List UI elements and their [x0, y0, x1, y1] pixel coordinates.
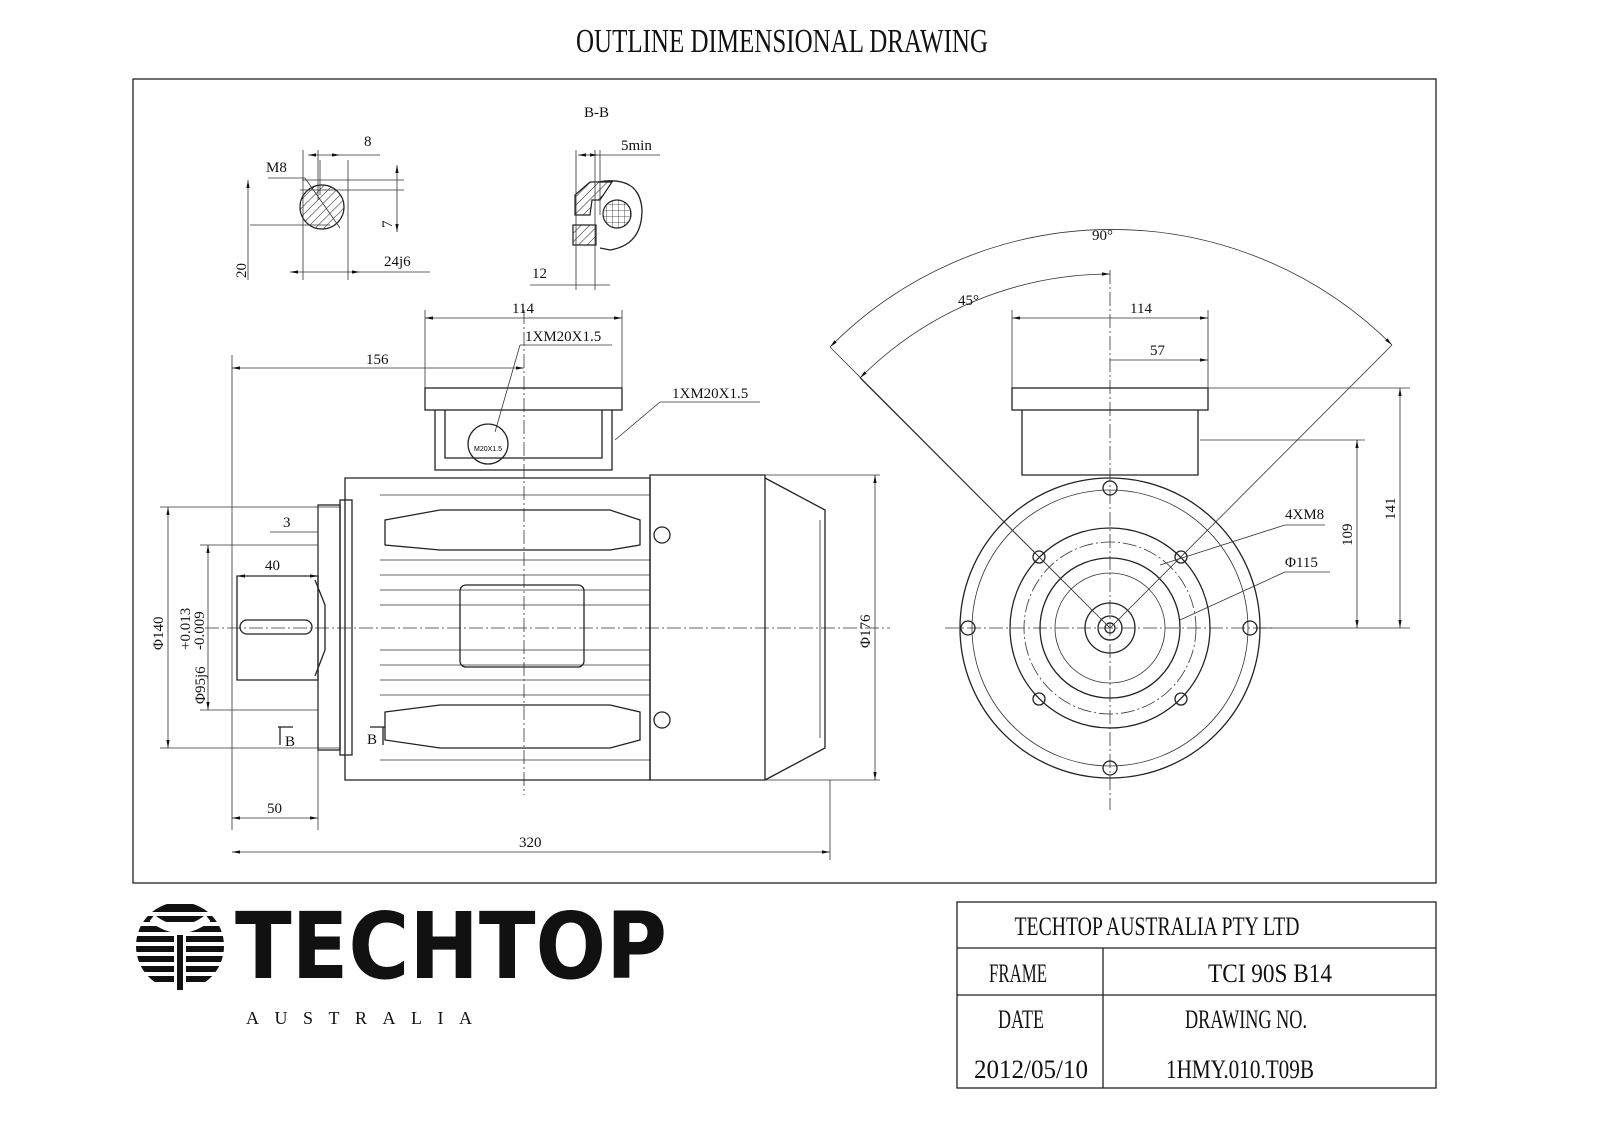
- dim-overall-len: 320: [519, 835, 542, 851]
- drawing-no-label: DRAWING NO.: [1185, 1005, 1307, 1034]
- drawing-title: OUTLINE DIMENSIONAL DRAWING: [576, 23, 988, 60]
- dim-spigot-dia: Φ95j6: [193, 666, 209, 704]
- dim-to-tbox: 156: [366, 352, 389, 368]
- dim-shaft-dia: 24j6: [384, 254, 411, 270]
- logo-emblem-icon: [136, 904, 224, 990]
- shaft-section-detail: 8 M8 7 20 24j6: [234, 134, 430, 280]
- section-label: B-B: [584, 105, 609, 121]
- dim-spigot-tol-lower: -0.009: [192, 611, 208, 650]
- dim-section-12: 12: [532, 266, 547, 282]
- dim-body-dia: Φ176: [858, 614, 874, 648]
- drawing-no-value: 1HMY.010.T09B: [1166, 1055, 1314, 1084]
- dim-spigot-tol-upper: +0.013: [178, 608, 194, 650]
- cable-entry-2-label: 1XM20X1.5: [672, 386, 748, 402]
- dim-key-depth: 7: [380, 220, 396, 228]
- front-view: 114 57 90° 45° 4XM8 Φ115 109 141: [829, 228, 1410, 810]
- dim-flange-dia: Φ140: [151, 617, 167, 650]
- section-mark-left: B: [285, 734, 295, 750]
- date-value: 2012/05/10: [974, 1055, 1088, 1084]
- dim-shaft-height: 20: [234, 263, 250, 278]
- dim-height-141: 141: [1383, 498, 1399, 521]
- section-b-b: B-B 5min 12: [530, 105, 660, 290]
- gland-mark: M20X1.5: [474, 446, 502, 453]
- dim-key-width: 8: [364, 134, 372, 150]
- date-label: DATE: [998, 1005, 1044, 1034]
- title-block: TECHTOP AUSTRALIA PTY LTD FRAME TCI 90S …: [956, 901, 1437, 1089]
- section-mark-right: B: [367, 732, 377, 748]
- frame-label: FRAME: [989, 959, 1047, 988]
- dim-height-109: 109: [1340, 524, 1356, 547]
- dim-holes: 4XM8: [1285, 507, 1324, 523]
- dim-angle-45: 45°: [958, 293, 979, 309]
- logo-sub: AUSTRALIA: [246, 1008, 472, 1028]
- dim-tbox-width-side: 114: [512, 301, 534, 317]
- techtop-logo: TECHTOP AUSTRALIA: [136, 893, 667, 1028]
- side-view: M20X1.5 114 156 1XM20X1.5 1XM20X1.5 3 40…: [151, 301, 890, 860]
- drawing-frame: [132, 78, 1437, 884]
- dim-tbox-half: 57: [1150, 343, 1166, 359]
- dim-tbox-width-front: 114: [1130, 301, 1152, 317]
- dim-section-min: 5min: [621, 138, 652, 154]
- dim-shaft-key-len: 40: [265, 558, 280, 574]
- dim-thread: M8: [266, 160, 287, 176]
- company-name: TECHTOP AUSTRALIA PTY LTD: [1015, 912, 1300, 941]
- logo-name: TECHTOP: [235, 893, 667, 1000]
- frame-value: TCI 90S B14: [1208, 959, 1332, 988]
- dim-flange-step: 3: [283, 515, 291, 531]
- dim-angle-90: 90°: [1092, 228, 1113, 244]
- dim-shaft-len: 50: [267, 801, 282, 817]
- dim-pcd: Φ115: [1285, 555, 1318, 571]
- cable-entry-1-label: 1XM20X1.5: [525, 329, 601, 345]
